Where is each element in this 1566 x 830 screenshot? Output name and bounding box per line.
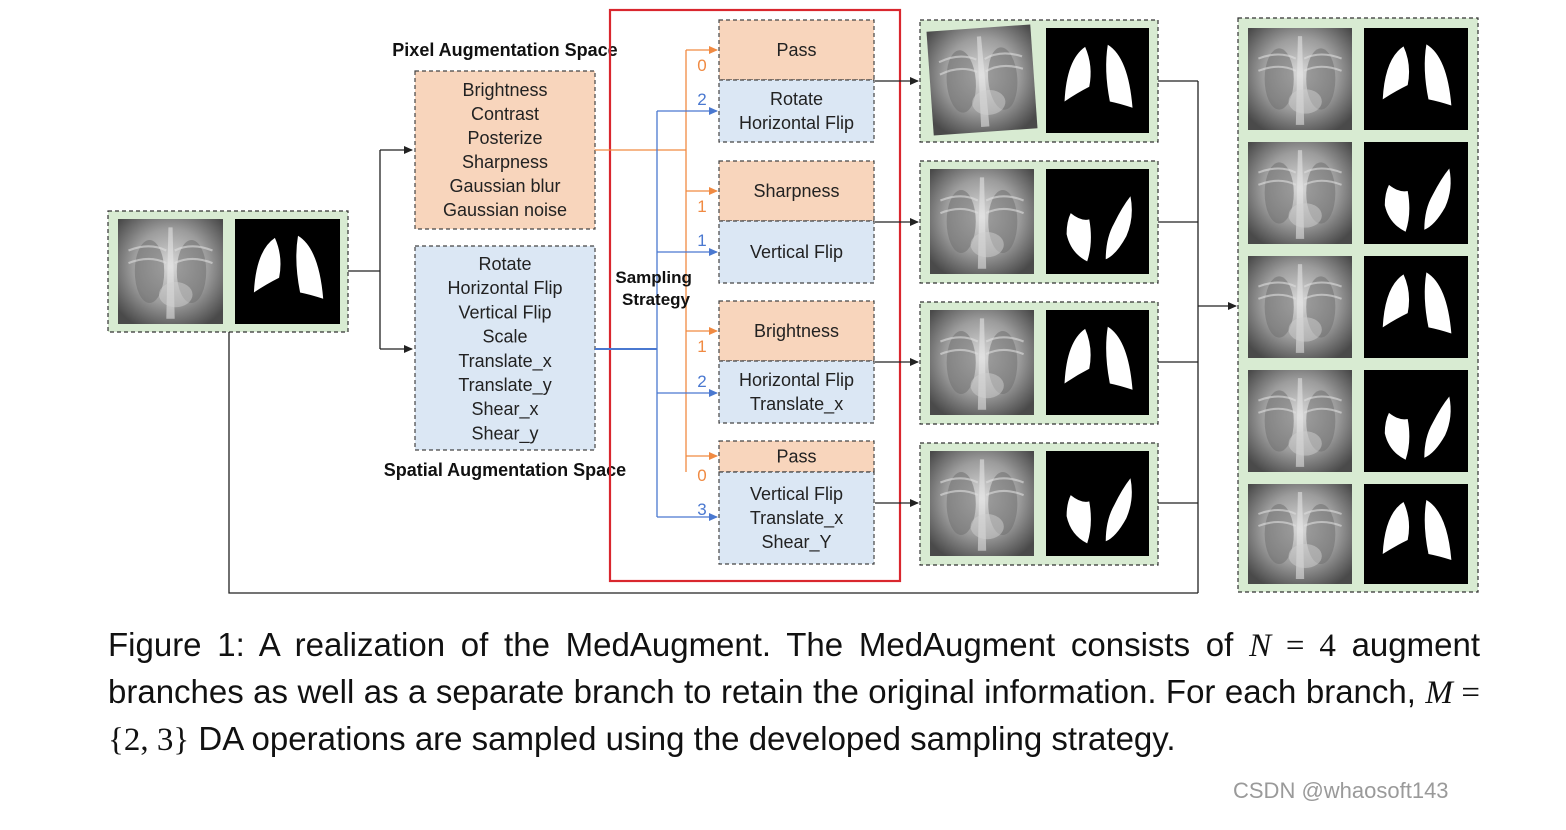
- branch-pixel-op: Brightness: [754, 321, 839, 341]
- pixel-op: Brightness: [462, 80, 547, 100]
- branch-spatial-op: Shear_Y: [761, 532, 831, 553]
- pixel-count-label: 0: [697, 56, 706, 75]
- spatial-count-label: 3: [697, 500, 706, 519]
- caption-math-n: N: [1249, 628, 1272, 664]
- spatial-op: Rotate: [478, 254, 531, 274]
- spatial-count-label: 1: [697, 231, 706, 250]
- branch-pixel-box: [718, 300, 875, 362]
- pixel-op: Sharpness: [462, 152, 548, 172]
- pixel-operations-list: BrightnessContrastPosterizeSharpnessGaus…: [443, 80, 567, 220]
- branch-output-arrows: [875, 77, 919, 507]
- caption-part-1: Figure 1: A realization of the MedAugmen…: [108, 626, 1250, 663]
- pixel-count-label: 0: [697, 466, 706, 485]
- original-image-pair: [107, 210, 349, 333]
- original-mask: [235, 219, 340, 324]
- augmented-xray-3: [928, 308, 1036, 417]
- spatial-count-label: 2: [697, 372, 706, 391]
- spatial-op: Horizontal Flip: [447, 278, 562, 298]
- branch-spatial-op: Horizontal Flip: [739, 370, 854, 390]
- branch-spatial-op: Vertical Flip: [750, 242, 843, 262]
- branch-spatial-box: [718, 471, 875, 565]
- pixel-op: Posterize: [467, 128, 542, 148]
- augmented-image-pairs: [919, 19, 1159, 566]
- augmented-xray-2: [928, 167, 1036, 276]
- sampling-strategy-label: Sampling Strategy: [615, 268, 696, 309]
- pixel-space-title: Pixel Augmentation Space: [392, 40, 617, 60]
- figure-caption: Figure 1: A realization of the MedAugmen…: [108, 622, 1480, 763]
- branch-pixel-op: Sharpness: [753, 181, 839, 201]
- output-dataset: [1237, 17, 1479, 593]
- spatial-op: Translate_x: [458, 351, 551, 372]
- sampling-counts: 0 2 1 1 1 2 0 3: [697, 56, 706, 519]
- sampling-strategy-highlight: [608, 8, 902, 583]
- watermark: CSDN @whaosoft143: [1233, 778, 1449, 803]
- pixel-space-box: [414, 70, 596, 230]
- original-xray: [116, 217, 225, 326]
- branch-spatial-op: Translate_x: [750, 394, 843, 415]
- caption-math-m: M: [1425, 675, 1453, 711]
- pixel-count-label: 1: [697, 337, 706, 356]
- pixel-routing: [595, 46, 718, 472]
- branch-spatial-op: Translate_x: [750, 508, 843, 529]
- augmented-pair-4: [919, 442, 1159, 566]
- augmented-pair-3: [919, 301, 1159, 425]
- caption-part-3: DA operations are sampled using the deve…: [189, 720, 1176, 757]
- spatial-op: Translate_y: [458, 375, 551, 396]
- pixel-count-label: 1: [697, 197, 706, 216]
- merge-connectors: [228, 80, 1237, 594]
- branch-pixel-op: Pass: [776, 447, 816, 467]
- spatial-routing: [595, 107, 718, 521]
- branch-spatial-op: Horizontal Flip: [739, 113, 854, 133]
- branch-pixel-op: Pass: [776, 40, 816, 60]
- spatial-space-box: [414, 245, 596, 451]
- branch-spatial-box: [718, 79, 875, 143]
- augmented-xray-1: [925, 23, 1039, 137]
- medaugment-diagram: Pixel Augmentation Space BrightnessContr…: [107, 8, 1479, 594]
- augmented-mask-1: [1046, 28, 1149, 133]
- branch-spatial-box: [718, 220, 875, 284]
- augmented-mask-2: [1046, 169, 1149, 274]
- branch-spatial-op: Vertical Flip: [750, 484, 843, 504]
- spatial-space-title: Spatial Augmentation Space: [384, 460, 626, 480]
- caption-math-m-value: = {2, 3}: [108, 675, 1480, 758]
- spatial-op: Scale: [482, 327, 527, 347]
- branch-pixel-box: [718, 19, 875, 81]
- augmented-pair-2: [919, 160, 1159, 284]
- augmented-pair-1: [919, 19, 1159, 143]
- branch-pixel-box: [718, 160, 875, 222]
- augmented-mask-4: [1046, 451, 1149, 556]
- caption-math-n-value: = 4: [1271, 628, 1336, 664]
- input-connectors: [348, 146, 413, 353]
- pixel-op: Contrast: [471, 104, 539, 124]
- spatial-op: Vertical Flip: [458, 302, 551, 322]
- branch-spatial-op: Rotate: [770, 89, 823, 109]
- branch-spatial-box: [718, 360, 875, 424]
- pixel-op: Gaussian noise: [443, 200, 567, 220]
- pixel-op: Gaussian blur: [449, 176, 560, 196]
- caption-part-2: augment branches as well as a separate b…: [108, 626, 1480, 710]
- augmented-mask-3: [1046, 310, 1149, 415]
- branch-pixel-box: [718, 440, 875, 473]
- spatial-op: Shear_y: [471, 423, 538, 444]
- spatial-count-label: 2: [697, 90, 706, 109]
- augmented-xray-4: [928, 449, 1036, 558]
- spatial-op: Shear_x: [471, 399, 538, 420]
